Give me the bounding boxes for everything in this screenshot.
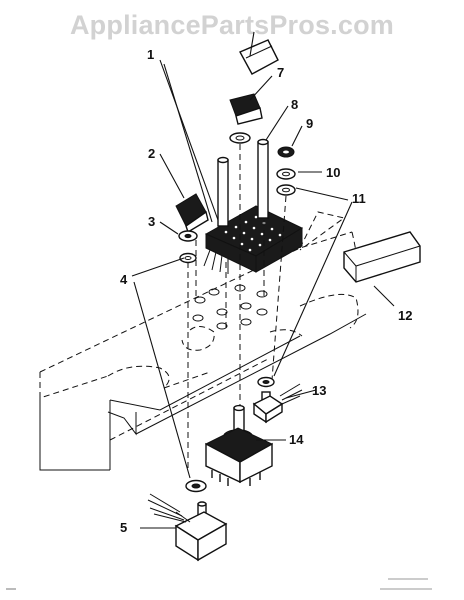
part-12-rail [343,231,421,283]
callout-3: 3 [148,214,155,229]
callout-14: 14 [289,432,304,447]
callout-7: 7 [277,65,284,80]
part-10-washer [276,168,296,180]
part-14-rotary-switch [204,404,274,486]
assembly-lines [187,144,287,470]
callout-9: 9 [306,116,313,131]
callout-12: 12 [398,308,412,323]
leader-lines [131,31,395,529]
console-panel [39,211,371,471]
part-3-washer [178,230,198,264]
part-8-shafts [217,138,269,227]
callout-5: 5 [120,520,127,535]
callout-2: 2 [148,146,155,161]
part-top-knob [239,39,279,75]
part-13-switch [252,376,303,424]
part-2-knob [175,193,209,234]
callout-13: 13 [312,383,326,398]
callout-1: 1 [147,47,154,62]
corner-marks [6,578,432,590]
callout-labels: 1 2 3 4 5 7 8 9 10 11 12 13 14 [120,47,412,535]
callout-11: 11 [352,191,366,206]
callout-4: 4 [120,272,128,287]
callout-8: 8 [291,97,298,112]
part-11-washer [276,184,296,196]
watermark-text: AppliancePartsPros.com [69,10,394,40]
part-1-switch-block [203,205,304,274]
part-9-nut [277,146,295,158]
part-4-washer [185,479,207,493]
panel-holes [192,284,268,330]
part-7-knob [229,93,263,144]
part-5-switch [147,493,228,562]
callout-10: 10 [326,165,340,180]
